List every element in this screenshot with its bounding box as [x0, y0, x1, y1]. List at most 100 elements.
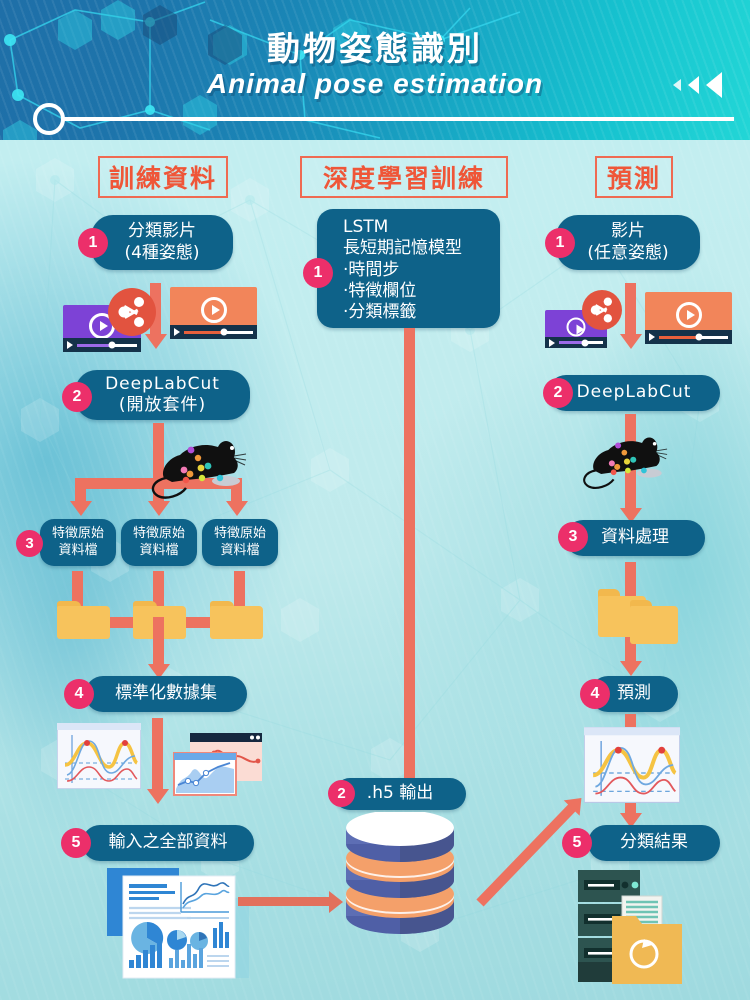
- share-icon-badge-right[interactable]: [582, 290, 622, 330]
- play-icon: [200, 296, 227, 323]
- left-branch-stem: [153, 423, 164, 483]
- video-progress-fill: [659, 335, 700, 339]
- video-orange-thumbnail-right[interactable]: [645, 292, 732, 344]
- left-branch-arrow-2: [153, 478, 164, 502]
- mouse-pose-keypoints-left: [151, 441, 247, 499]
- share-icon-badge[interactable]: [108, 288, 156, 336]
- video-progress-knob: [695, 333, 703, 341]
- right-step3-box[interactable]: 資料處理: [565, 520, 705, 556]
- header-hexagon-network: [3, 0, 521, 140]
- left-branch-arrow-1: [75, 478, 86, 502]
- video-progress-track: [77, 341, 137, 349]
- video-orange-thumbnail[interactable]: [170, 287, 257, 339]
- server-rack-folder: [578, 870, 682, 984]
- left-step4-label: 標準化數據集: [115, 683, 217, 704]
- video-progress-fill: [77, 343, 112, 347]
- right-step5-label: 分類結果: [620, 832, 688, 853]
- left-file-drop-2: [153, 571, 164, 627]
- header-arrow-decor: [673, 72, 722, 98]
- left-step2-label: DeepLabCut (開放套件): [105, 373, 220, 415]
- video-progress-knob: [581, 339, 589, 346]
- right-step2-label: DeepLabCut: [576, 382, 692, 403]
- right-step5-box[interactable]: 分類結果: [588, 825, 720, 861]
- header-circle-icon: [33, 103, 65, 135]
- center-step2-badge: 2: [328, 780, 355, 807]
- arrow-left-medium-icon: [688, 76, 699, 94]
- left-file-drop-3: [234, 571, 245, 627]
- folder-tab: [133, 601, 158, 610]
- left-step2-badge: 2: [62, 382, 92, 412]
- right-arrow-step1-to-step2: [625, 283, 636, 335]
- right-step3-label: 資料處理: [601, 527, 669, 548]
- folder-body: [57, 606, 110, 639]
- left-step3-badge: 3: [16, 530, 43, 557]
- play-icon: [566, 317, 586, 337]
- play-small-icon: [174, 328, 180, 336]
- folder-body: [630, 606, 678, 644]
- right-step1-label: 影片 (任意姿態): [587, 221, 669, 263]
- right-step1-badge: 1: [545, 228, 575, 258]
- left-step4-badge: 4: [64, 679, 94, 709]
- left-step4-box[interactable]: 標準化數據集: [85, 676, 247, 712]
- video-controls: [545, 337, 607, 348]
- play-small-icon: [549, 338, 555, 347]
- page-title-zh: 動物姿態識別: [267, 29, 483, 68]
- left-file-drop-1: [72, 571, 83, 627]
- left-step2-box[interactable]: DeepLabCut (開放套件): [75, 370, 250, 420]
- h5-output-box[interactable]: .h5 輸出: [334, 778, 466, 810]
- lstm-label: LSTM 長短期記憶模型 ·時間步 ·特徵欄位 ·分類標籤: [343, 217, 462, 322]
- video-progress-track: [659, 333, 728, 341]
- video-controls: [170, 325, 257, 339]
- share-icon: [118, 297, 144, 327]
- right-step3-badge: 3: [558, 522, 588, 552]
- arrow-report-to-database: [238, 897, 330, 906]
- video-progress-track: [184, 328, 253, 336]
- folder-icon-1: [57, 601, 110, 639]
- left-branch-arrow-3: [231, 478, 242, 502]
- feature-file-label-2: 特徵原始 資料檔: [132, 526, 185, 558]
- left-arrow-step4-to-step5: [152, 718, 163, 790]
- column-title-prediction: 預測: [595, 156, 673, 198]
- arrow-left-large-icon: [706, 72, 722, 98]
- poster-header: 動物姿態識別 Animal pose estimation: [0, 0, 750, 140]
- folder-body: [210, 606, 263, 639]
- left-step1-badge: 1: [78, 228, 108, 258]
- right-step1-box[interactable]: 影片 (任意姿態): [556, 215, 700, 270]
- feature-file-box-1[interactable]: 特徵原始 資料檔: [40, 519, 116, 566]
- video-progress-knob: [220, 328, 228, 336]
- share-icon: [590, 297, 612, 323]
- video-controls: [645, 330, 732, 344]
- left-step5-label: 輸入之全部資料: [108, 832, 228, 853]
- left-step1-label: 分類影片 (4種姿態): [124, 221, 200, 263]
- chart-window-thumbnails-left: [173, 733, 262, 796]
- left-step5-box[interactable]: 輸入之全部資料: [82, 825, 254, 861]
- right-step4-badge: 4: [580, 679, 610, 709]
- left-step5-badge: 5: [61, 828, 91, 858]
- right-step5-badge: 5: [562, 828, 592, 858]
- column-title-training-data: 訓練資料: [98, 156, 228, 198]
- h5-output-label: .h5 輸出: [366, 783, 434, 804]
- line-chart-thumbnail-right: [584, 727, 680, 803]
- folder-icon-3: [210, 601, 263, 639]
- report-document-charts: [107, 868, 249, 979]
- feature-file-box-2[interactable]: 特徵原始 資料檔: [121, 519, 197, 566]
- video-progress-fill: [559, 341, 585, 344]
- page-title-en: Animal pose estimation: [206, 68, 544, 99]
- play-small-icon: [67, 341, 73, 349]
- header-rule: [62, 117, 734, 121]
- right-step2-box[interactable]: DeepLabCut: [548, 375, 720, 411]
- video-progress-knob: [108, 341, 116, 349]
- database-cylinder: [346, 812, 454, 934]
- play-small-icon: [649, 333, 655, 341]
- feature-file-box-3[interactable]: 特徵原始 資料檔: [202, 519, 278, 566]
- center-step1-badge: 1: [303, 258, 333, 288]
- center-arrow-lstm-to-h5: [404, 328, 415, 788]
- column-title-deep-learning: 深度學習訓練: [300, 156, 508, 198]
- video-progress-track: [559, 339, 603, 346]
- folder-tab: [210, 601, 235, 610]
- folder-tab: [57, 601, 82, 610]
- video-controls: [63, 338, 141, 352]
- lstm-box[interactable]: LSTM 長短期記憶模型 ·時間步 ·特徵欄位 ·分類標籤: [317, 209, 500, 328]
- left-step1-box[interactable]: 分類影片 (4種姿態): [91, 215, 233, 270]
